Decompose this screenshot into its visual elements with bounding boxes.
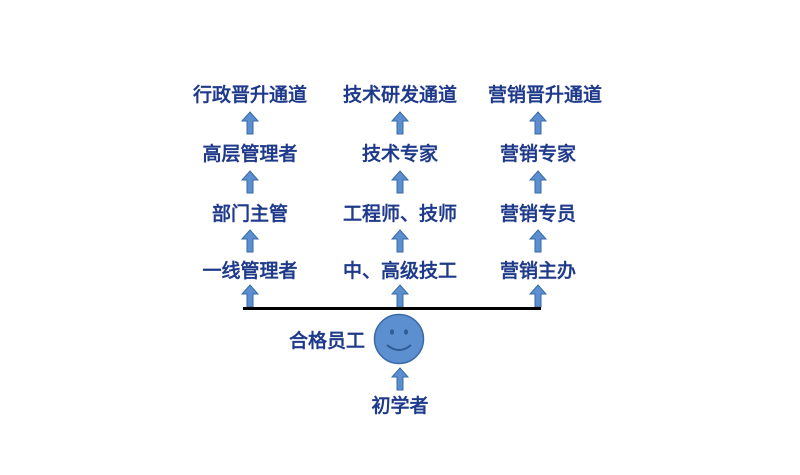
column-technical-level-1: 中、高级技工 bbox=[342, 260, 458, 282]
up-arrow-icon bbox=[241, 111, 259, 135]
column-marketing-level-1: 营销主办 bbox=[499, 260, 577, 282]
column-management-level-3: 高层管理者 bbox=[202, 143, 298, 165]
up-arrow-icon bbox=[241, 229, 259, 253]
column-technical-level-2: 工程师、技师 bbox=[342, 203, 458, 225]
up-arrow-icon bbox=[391, 111, 409, 135]
up-arrow-icon bbox=[391, 170, 409, 194]
column-management-level-4: 行政晋升通道 bbox=[192, 84, 308, 106]
smiley-face-icon bbox=[373, 313, 425, 365]
qualified-employee-label: 合格员工 bbox=[288, 330, 366, 352]
up-arrow-icon bbox=[391, 367, 409, 391]
column-management-level-2: 部门主管 bbox=[211, 203, 289, 225]
up-arrow-icon bbox=[391, 229, 409, 253]
base-line bbox=[243, 307, 541, 310]
column-technical-level-3: 技术专家 bbox=[361, 143, 439, 165]
beginner-label: 初学者 bbox=[371, 395, 429, 417]
up-arrow-icon bbox=[391, 284, 409, 308]
column-technical-level-4: 技术研发通道 bbox=[342, 84, 458, 106]
column-marketing-level-4: 营销晋升通道 bbox=[487, 84, 603, 106]
column-marketing-level-3: 营销专家 bbox=[499, 143, 577, 165]
up-arrow-icon bbox=[529, 284, 547, 308]
column-management-level-1: 一线管理者 bbox=[202, 260, 298, 282]
up-arrow-icon bbox=[529, 111, 547, 135]
up-arrow-icon bbox=[529, 170, 547, 194]
column-marketing-level-2: 营销专员 bbox=[499, 203, 577, 225]
up-arrow-icon bbox=[241, 284, 259, 308]
up-arrow-icon bbox=[529, 229, 547, 253]
up-arrow-icon bbox=[241, 170, 259, 194]
